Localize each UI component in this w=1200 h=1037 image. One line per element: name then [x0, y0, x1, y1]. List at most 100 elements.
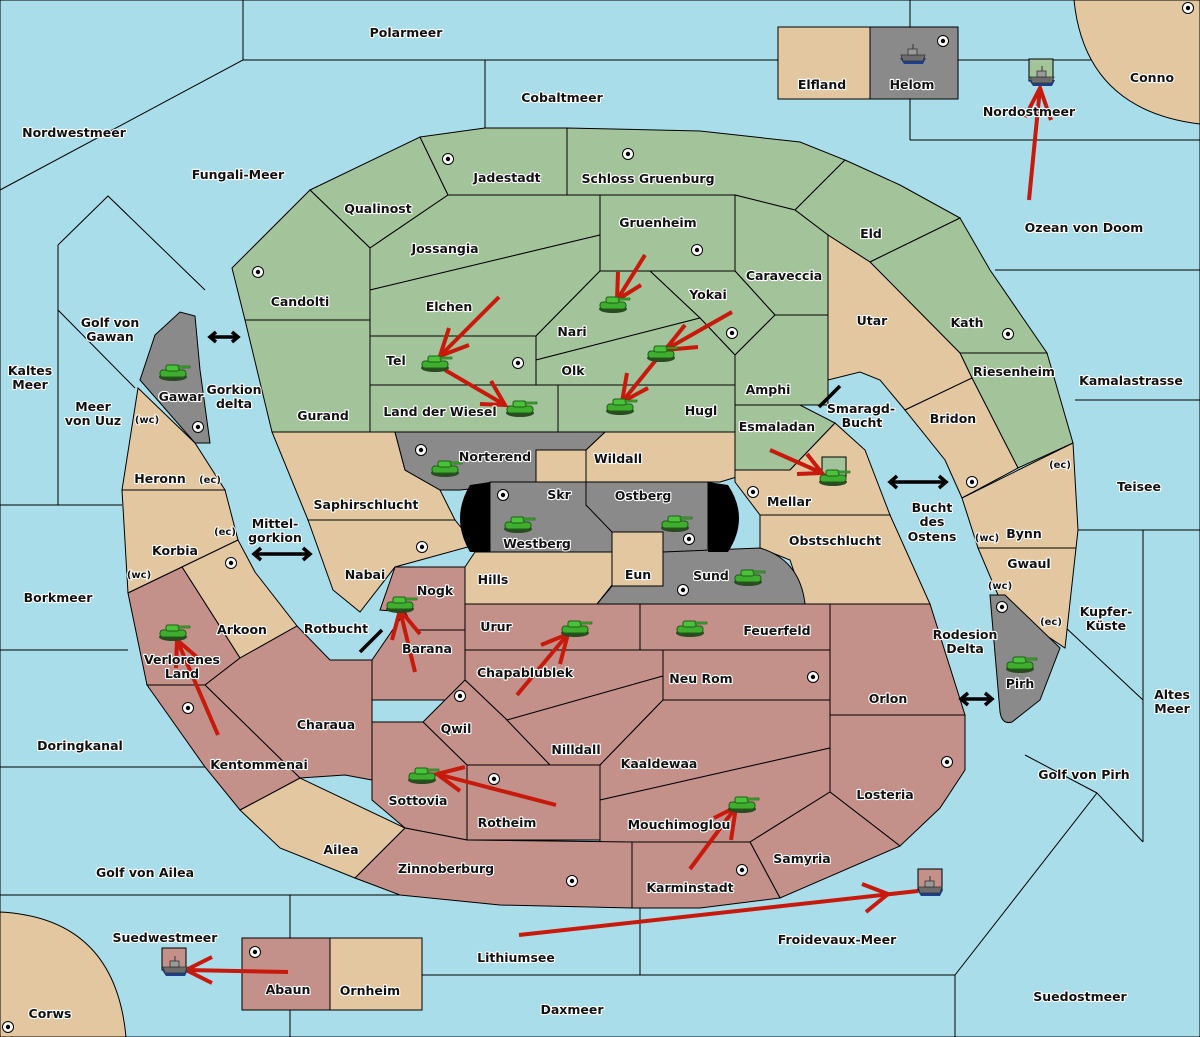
label-eld: Eld	[860, 226, 882, 241]
label-ostberg: Ostberg	[615, 488, 672, 503]
label-ailea: Ailea	[323, 842, 358, 857]
label-teisee: Teisee	[1117, 479, 1161, 494]
territory-bynn[interactable]	[961, 442, 1079, 549]
supply-center-icon	[996, 601, 1008, 613]
label-smaragd-bucht-2: Bucht	[842, 415, 883, 430]
label-qualinost: Qualinost	[344, 201, 411, 216]
label-kentommenai: Kentommenai	[210, 757, 308, 772]
label-jadestadt: Jadestadt	[472, 170, 540, 185]
label-gorkion-delta: Gorkion	[206, 382, 261, 397]
label-golf-von-ailea: Golf von Ailea	[96, 865, 194, 880]
label-charaua: Charaua	[297, 717, 355, 732]
supply-center-icon	[691, 244, 703, 256]
coast-marker: (wc)	[127, 570, 151, 581]
coast-marker: (wc)	[975, 533, 999, 544]
double-arrow-icon	[958, 691, 995, 707]
label-pirh: Pirh	[1006, 676, 1035, 691]
double-arrow-icon	[817, 384, 842, 409]
label-sund: Sund	[693, 568, 729, 583]
supply-center-icon	[497, 489, 509, 501]
territory-sund[interactable]	[595, 547, 806, 605]
supply-center-icon	[192, 421, 204, 433]
label-caraveccia: Caraveccia	[746, 268, 822, 283]
territory-corws[interactable]	[0, 911, 127, 1037]
territory-gruenheim[interactable]	[599, 194, 736, 272]
supply-center-icon	[488, 773, 500, 785]
label-kaltes-meer: Kaltes	[8, 363, 52, 378]
supply-center-icon	[415, 444, 427, 456]
label-mouchimoglou: Mouchimoglou	[628, 817, 731, 832]
supply-center-icon	[454, 690, 466, 702]
label-karminstadt: Karminstadt	[646, 880, 733, 895]
label-rotbucht: Rotbucht	[304, 621, 368, 636]
green-power-territories	[231, 127, 1074, 471]
label-nordwestmeer: Nordwestmeer	[22, 125, 127, 140]
label-gorkion-delta-2: delta	[216, 396, 252, 411]
label-mittel-gorkion-2: gorkion	[248, 530, 302, 545]
label-meer-von-uuz-2: von Uuz	[65, 413, 121, 428]
territory-bridon[interactable]	[904, 377, 1019, 499]
label-nordostmeer: Nordostmeer	[983, 104, 1076, 119]
label-rotheim: Rotheim	[478, 815, 537, 830]
label-kupfer-kueste: Kupfer-	[1080, 604, 1133, 619]
label-bynn: Bynn	[1006, 526, 1041, 541]
label-feuerfeld: Feuerfeld	[743, 623, 810, 638]
label-nogk: Nogk	[417, 583, 454, 598]
labels: Polarmeer Cobaltmeer Nordwestmeer Fungal…	[7, 24, 1192, 1022]
label-saphirschlucht: Saphirschlucht	[314, 497, 419, 512]
supply-center-icon	[1002, 328, 1014, 340]
label-suedwestmeer: Suedwestmeer	[113, 930, 219, 945]
order-arrow	[432, 765, 557, 807]
label-froidevaux-meer: Froidevaux-Meer	[778, 932, 897, 947]
label-mittel-gorkion: Mittel-	[252, 516, 299, 531]
label-utar: Utar	[857, 313, 889, 328]
label-altes-meer-2: Meer	[1154, 701, 1190, 716]
coast-marker: (wc)	[988, 581, 1012, 592]
supply-center-icon	[442, 153, 454, 165]
coast-marker: (ec)	[214, 527, 236, 538]
label-elfland: Elfland	[798, 77, 846, 92]
territory-ornheim[interactable]	[329, 937, 423, 1011]
territory-zinnoberburg[interactable]	[354, 827, 633, 909]
label-samyria: Samyria	[773, 851, 831, 866]
label-abaun: Abaun	[266, 982, 311, 997]
label-altes-meer: Altes	[1154, 687, 1190, 702]
supply-center-icon	[249, 946, 261, 958]
supply-center-icon	[416, 541, 428, 553]
label-ozean-von-doom: Ozean von Doom	[1025, 220, 1144, 235]
label-rodesion-delta-2: Delta	[946, 641, 984, 656]
label-nari: Nari	[557, 324, 586, 339]
supply-center-icon	[566, 875, 578, 887]
label-conno: Conno	[1130, 70, 1175, 85]
label-esmaladan: Esmaladan	[739, 419, 815, 434]
label-kaltes-meer-2: Meer	[12, 377, 48, 392]
supply-center-icon	[1182, 2, 1194, 14]
label-golf-von-pirh: Golf von Pirh	[1038, 767, 1129, 782]
coast-marker: (ec)	[1049, 460, 1071, 471]
label-kath: Kath	[951, 315, 984, 330]
territory-karminstadt[interactable]	[631, 841, 781, 909]
label-jossangia: Jossangia	[410, 241, 478, 256]
label-verlorenes-land: Verlorenes	[144, 652, 220, 667]
territory-conno[interactable]	[1073, 0, 1200, 125]
supply-center-icon	[622, 148, 634, 160]
supply-center-icon	[807, 671, 819, 683]
label-bucht-des-ostens-3: Ostens	[908, 529, 957, 544]
canal-arrows	[207, 330, 995, 707]
coast-marker: (ec)	[1040, 617, 1062, 628]
label-olk: Olk	[561, 363, 585, 378]
territory-elfland[interactable]	[777, 26, 871, 100]
double-arrow-icon	[358, 628, 384, 654]
label-mellar: Mellar	[767, 494, 812, 509]
neutral-territories	[121, 234, 1079, 879]
label-hills: Hills	[478, 572, 509, 587]
label-suedostmeer: Suedostmeer	[1033, 989, 1127, 1004]
coast-marker: (ec)	[199, 475, 221, 486]
label-gurand: Gurand	[297, 408, 349, 423]
label-chapablublek: Chapablublek	[477, 665, 574, 680]
label-tel: Tel	[386, 353, 406, 368]
label-korbia: Korbia	[152, 543, 198, 558]
label-hugl: Hugl	[685, 403, 718, 418]
